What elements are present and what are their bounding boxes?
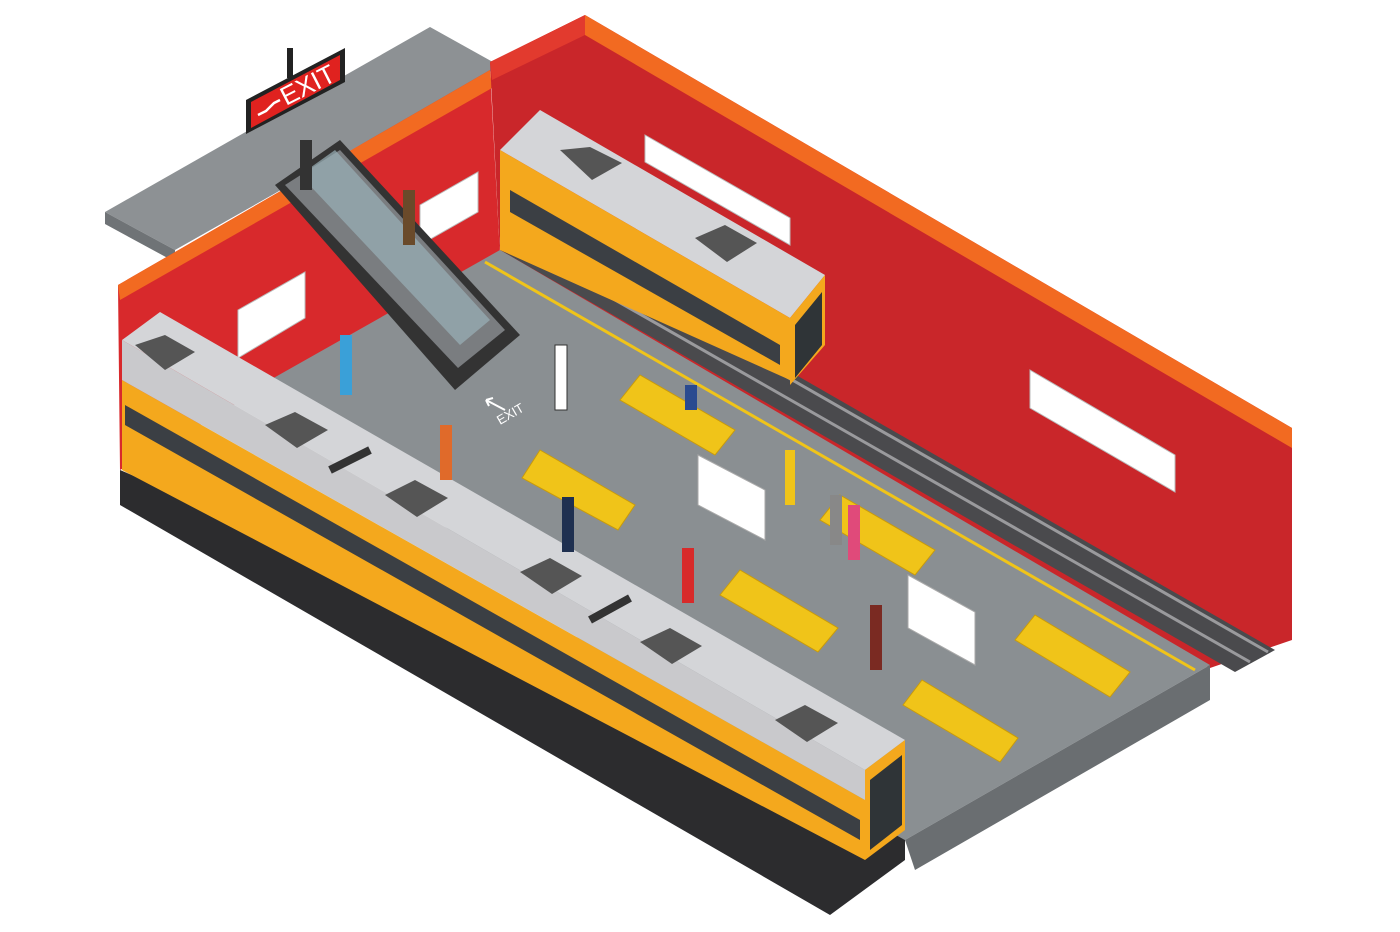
upper-mezzanine — [105, 27, 500, 250]
back-track — [500, 228, 1275, 672]
escalator-icon — [257, 98, 281, 117]
front-track-bed — [120, 470, 905, 915]
platform-front-face — [905, 665, 1210, 870]
wall-window — [237, 271, 306, 359]
passengers — [300, 140, 882, 670]
wall-window — [644, 134, 791, 246]
arrow-up-left-icon — [485, 397, 506, 411]
platform-floor — [270, 250, 1210, 840]
back-wall-top — [490, 15, 585, 80]
wall-window — [1029, 369, 1176, 493]
exit-sign: EXIT — [246, 48, 345, 134]
escalator — [275, 140, 520, 390]
back-wall-stripe — [585, 15, 1292, 448]
map-boards — [697, 454, 976, 666]
mezzanine-edge — [105, 212, 175, 262]
front-train — [122, 312, 905, 860]
platform-safety-line — [484, 260, 1196, 672]
back-train — [500, 110, 825, 385]
